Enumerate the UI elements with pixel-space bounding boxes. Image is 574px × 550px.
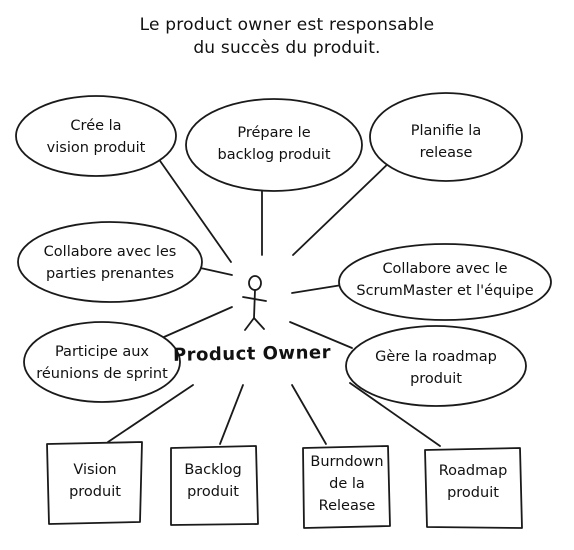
bubble-label-line: ScrumMaster et l'équipe bbox=[356, 283, 534, 299]
box-label-burndown: Burndown de la Release bbox=[310, 451, 383, 517]
connector-box-burndown bbox=[291, 384, 327, 445]
box-vision bbox=[46, 441, 143, 525]
bubble-backlog bbox=[185, 98, 363, 192]
connector-box-backlog bbox=[219, 384, 244, 445]
bubble-label-scrummaster: Collabore avec le ScrumMaster et l'équip… bbox=[356, 258, 533, 302]
bubble-label-line: parties prenantes bbox=[45, 266, 175, 282]
bubble-sprint bbox=[23, 321, 181, 403]
bubble-label-line: vision produit bbox=[46, 140, 146, 156]
bubble-label-line: produit bbox=[410, 371, 462, 387]
bubble-label-line: Planifie la bbox=[410, 123, 482, 139]
bubble-label-stakeholders: Collabore avec les parties prenantes bbox=[44, 241, 177, 285]
connector-box-roadmap bbox=[349, 382, 441, 447]
box-burndown bbox=[302, 445, 391, 529]
bubble-release bbox=[369, 92, 523, 182]
box-label-line: Release bbox=[318, 498, 376, 514]
box-label-roadmap: Roadmap produit bbox=[439, 460, 508, 504]
stick-figure-icon bbox=[242, 275, 267, 331]
bubble-label-line: release bbox=[419, 145, 473, 161]
box-backlog bbox=[170, 445, 259, 526]
bubble-label-vision: Crée la vision produit bbox=[47, 115, 146, 159]
bubble-label-release: Planifie la release bbox=[411, 120, 481, 164]
bubble-label-line: réunions de sprint bbox=[36, 366, 168, 382]
connector-box-vision bbox=[107, 384, 194, 443]
bubble-vision bbox=[15, 95, 177, 177]
box-label-line: Backlog bbox=[184, 462, 242, 478]
connector-vision bbox=[157, 157, 232, 263]
diagram-title-line-1: Le product owner est responsable bbox=[139, 15, 435, 35]
bubble-roadmap bbox=[345, 325, 527, 407]
bubble-label-sprint: Participe aux réunions de sprint bbox=[36, 341, 168, 385]
connector-roadmap-bubble bbox=[289, 321, 353, 349]
connector-scrummaster bbox=[291, 284, 343, 294]
connector-sprint bbox=[163, 306, 233, 338]
diagram-title-line-2: du succès du produit. bbox=[193, 38, 381, 58]
bubble-label-line: Collabore avec les bbox=[43, 244, 177, 260]
bubble-label-line: Crée la bbox=[70, 118, 122, 134]
connector-release bbox=[292, 159, 393, 256]
bubble-label-line: Prépare le bbox=[237, 125, 311, 141]
box-label-line: produit bbox=[447, 485, 499, 501]
connector-lines bbox=[107, 157, 441, 447]
box-label-line: de la bbox=[329, 476, 365, 492]
bubble-label-line: Gère la roadmap bbox=[375, 349, 497, 365]
product-owner-label: Product Owner bbox=[172, 342, 332, 366]
bubble-label-line: Participe aux bbox=[54, 344, 150, 360]
bubble-label-roadmap: Gère la roadmap produit bbox=[375, 346, 497, 390]
bubble-scrummaster bbox=[338, 243, 552, 321]
bubble-label-line: backlog produit bbox=[217, 147, 331, 163]
box-label-line: Roadmap bbox=[438, 463, 508, 479]
box-label-line: produit bbox=[69, 484, 121, 500]
box-label-line: Vision bbox=[73, 462, 117, 478]
box-label-backlog: Backlog produit bbox=[184, 459, 241, 503]
box-roadmap bbox=[424, 447, 523, 529]
bubble-label-line: Collabore avec le bbox=[382, 261, 508, 277]
box-label-line: Burndown bbox=[310, 454, 384, 470]
connector-stakeholders bbox=[195, 266, 233, 276]
bubble-stakeholders bbox=[17, 221, 203, 303]
bubble-label-backlog: Prépare le backlog produit bbox=[218, 122, 331, 166]
box-label-vision: Vision produit bbox=[69, 459, 121, 503]
box-label-line: produit bbox=[187, 484, 239, 500]
